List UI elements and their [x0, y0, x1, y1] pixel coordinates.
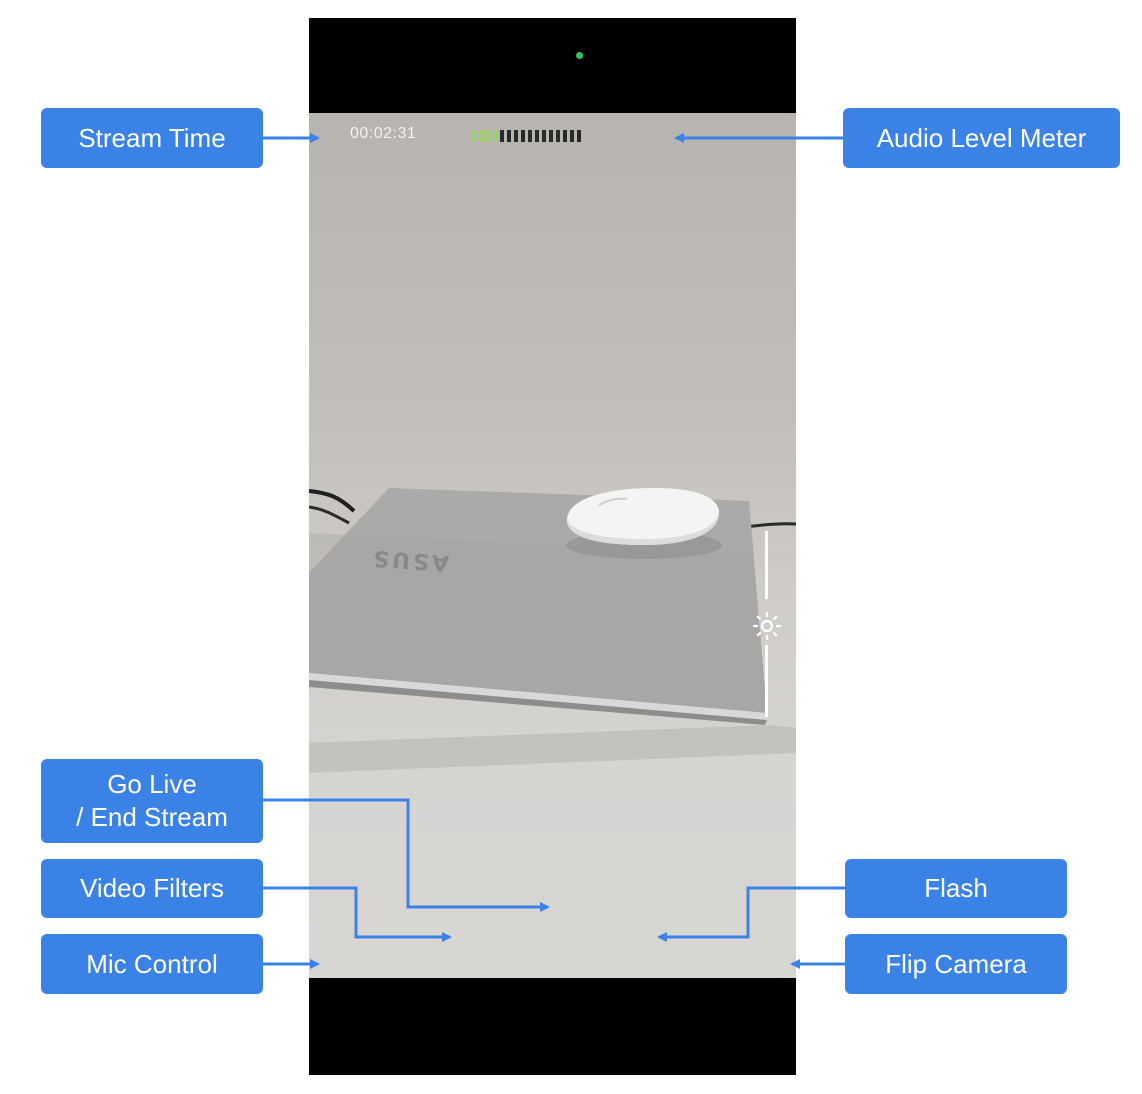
audio-level-segment: [514, 130, 518, 142]
callout-go-live: Go Live / End Stream: [41, 759, 263, 843]
audio-level-segment: [528, 130, 532, 142]
sun-brightness-icon[interactable]: [751, 610, 783, 642]
audio-level-segment: [521, 130, 525, 142]
phone-screen: ASUS 00:02:31: [309, 18, 796, 1075]
audio-level-meter: [472, 130, 581, 142]
callout-stream-time: Stream Time: [41, 108, 263, 168]
callout-flip-camera: Flip Camera: [845, 934, 1067, 994]
camera-scene: ASUS: [309, 488, 796, 773]
audio-level-segment: [542, 130, 546, 142]
callout-video-filters: Video Filters: [41, 859, 263, 918]
audio-level-segment: [500, 130, 504, 142]
audio-level-segment: [493, 130, 497, 142]
camera-viewfinder[interactable]: ASUS 00:02:31: [309, 113, 796, 978]
exposure-track-top: [765, 531, 768, 599]
audio-level-segment: [563, 130, 567, 142]
callout-go-live-line1: Go Live: [107, 769, 197, 799]
stream-time-counter: 00:02:31: [350, 125, 417, 142]
cable: [309, 489, 356, 513]
callout-audio-level-meter: Audio Level Meter: [843, 108, 1120, 168]
audio-level-segment: [556, 130, 560, 142]
exposure-slider[interactable]: [765, 531, 769, 717]
callout-mic-control: Mic Control: [41, 934, 263, 994]
audio-level-segment: [472, 130, 476, 142]
audio-level-segment: [570, 130, 574, 142]
audio-level-segment: [577, 130, 581, 142]
camera-indicator-dot: [576, 52, 583, 59]
audio-level-segment: [507, 130, 511, 142]
exposure-track-bottom: [765, 645, 768, 717]
callout-flash: Flash: [845, 859, 1067, 918]
audio-level-segment: [479, 130, 483, 142]
audio-level-segment: [535, 130, 539, 142]
callout-go-live-line2: / End Stream: [76, 802, 228, 832]
laptop-logo: ASUS: [370, 545, 450, 575]
audio-level-segment: [549, 130, 553, 142]
audio-level-segment: [486, 130, 490, 142]
